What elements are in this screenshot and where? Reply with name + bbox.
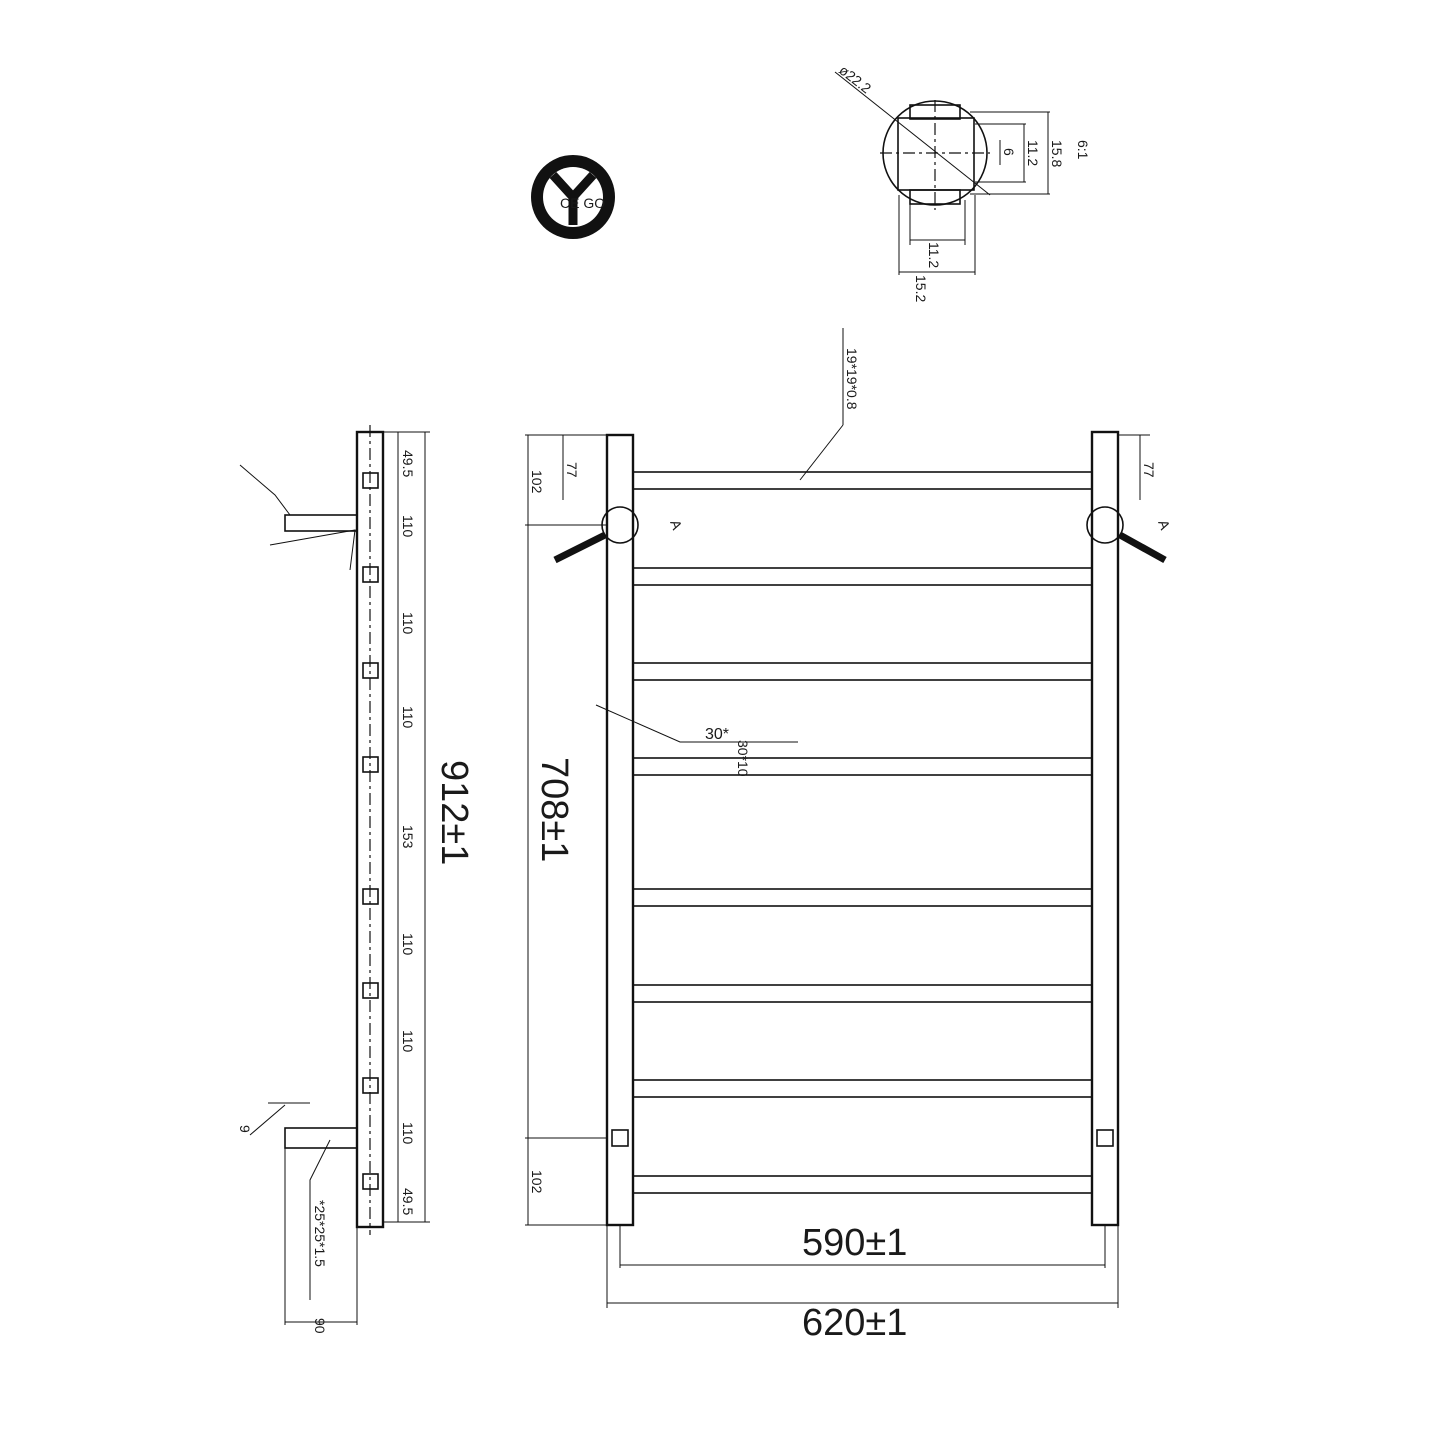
towel-rail-2 — [632, 567, 1093, 586]
spacing-4: 110 — [400, 706, 416, 729]
outer-v-label: 15.8 — [1049, 140, 1065, 167]
wall-gap-label: 9 — [237, 1125, 253, 1133]
bracket-offset-right: 77 — [1141, 462, 1157, 478]
towel-rail-7 — [632, 1079, 1093, 1098]
bottom-height-label: 102 — [529, 1170, 545, 1194]
towel-rail-1 — [632, 471, 1093, 490]
towel-rail-8 — [632, 1175, 1093, 1194]
towel-rail-5 — [632, 888, 1093, 907]
rail-end-6 — [362, 982, 379, 999]
logo-text: CE GO — [560, 195, 605, 211]
rail-end-4 — [362, 756, 379, 773]
right-upright — [1090, 430, 1120, 1227]
inner-v-label: 11.2 — [1025, 140, 1041, 166]
upright-spec-a: 30* — [705, 726, 729, 743]
projection-label: 90 — [312, 1318, 328, 1334]
towel-rail-3 — [632, 662, 1093, 681]
towel-rail-4 — [632, 757, 1093, 776]
ce-logo-icon: CE GO — [531, 155, 615, 239]
bracket-offset-left: 77 — [564, 462, 580, 478]
front-view: 19*19*0.8 77 77 102 102 A A 30* 30*10 70… — [525, 328, 1174, 1344]
spacing-3: 110 — [400, 612, 416, 635]
rail-end-5 — [362, 888, 379, 905]
rail-end-1 — [362, 472, 379, 489]
overall-width-label: 620±1 — [802, 1302, 907, 1344]
detail-marker-left: A — [667, 518, 685, 533]
left-upright — [605, 433, 635, 1227]
spacing-7: 110 — [400, 1030, 416, 1053]
spacing-5: 153 — [400, 825, 416, 849]
side-view: 49.5 110 110 110 153 110 110 110 49.5 91… — [237, 425, 475, 1334]
spacing-1: 49.5 — [400, 450, 416, 477]
height-708-label: 708±1 — [533, 757, 575, 862]
rail-end-3 — [362, 662, 379, 679]
rail-end-2 — [362, 566, 379, 583]
scale-label: 6:1 — [1075, 140, 1091, 160]
slot-label: 6 — [1001, 148, 1017, 156]
spacing-2: 110 — [400, 515, 416, 538]
centers-width-label: 590±1 — [802, 1222, 907, 1264]
spacing-8: 110 — [400, 1122, 416, 1145]
towel-rail-6 — [632, 984, 1093, 1003]
bracket-spec-label: *25*25*1.5 — [312, 1200, 328, 1267]
spacing-6: 110 — [400, 933, 416, 956]
section-detail-a: ø22.2 11.2 15.8 6 6:1 11.2 15.2 — [834, 62, 1091, 302]
diameter-label: ø22.2 — [836, 62, 874, 97]
rail-spec-label: 19*19*0.8 — [844, 348, 860, 410]
top-height-label: 102 — [529, 470, 545, 494]
rail-end-7 — [362, 1077, 379, 1094]
outer-h-label: 15.2 — [913, 275, 929, 302]
upright-spec-b: 30*10 — [735, 740, 751, 777]
detail-marker-right: A — [1155, 518, 1173, 533]
overall-height-label: 912±1 — [433, 760, 475, 865]
rail-end-8 — [362, 1173, 379, 1190]
spacing-9: 49.5 — [400, 1188, 416, 1215]
inner-h-label: 11.2 — [926, 242, 942, 268]
